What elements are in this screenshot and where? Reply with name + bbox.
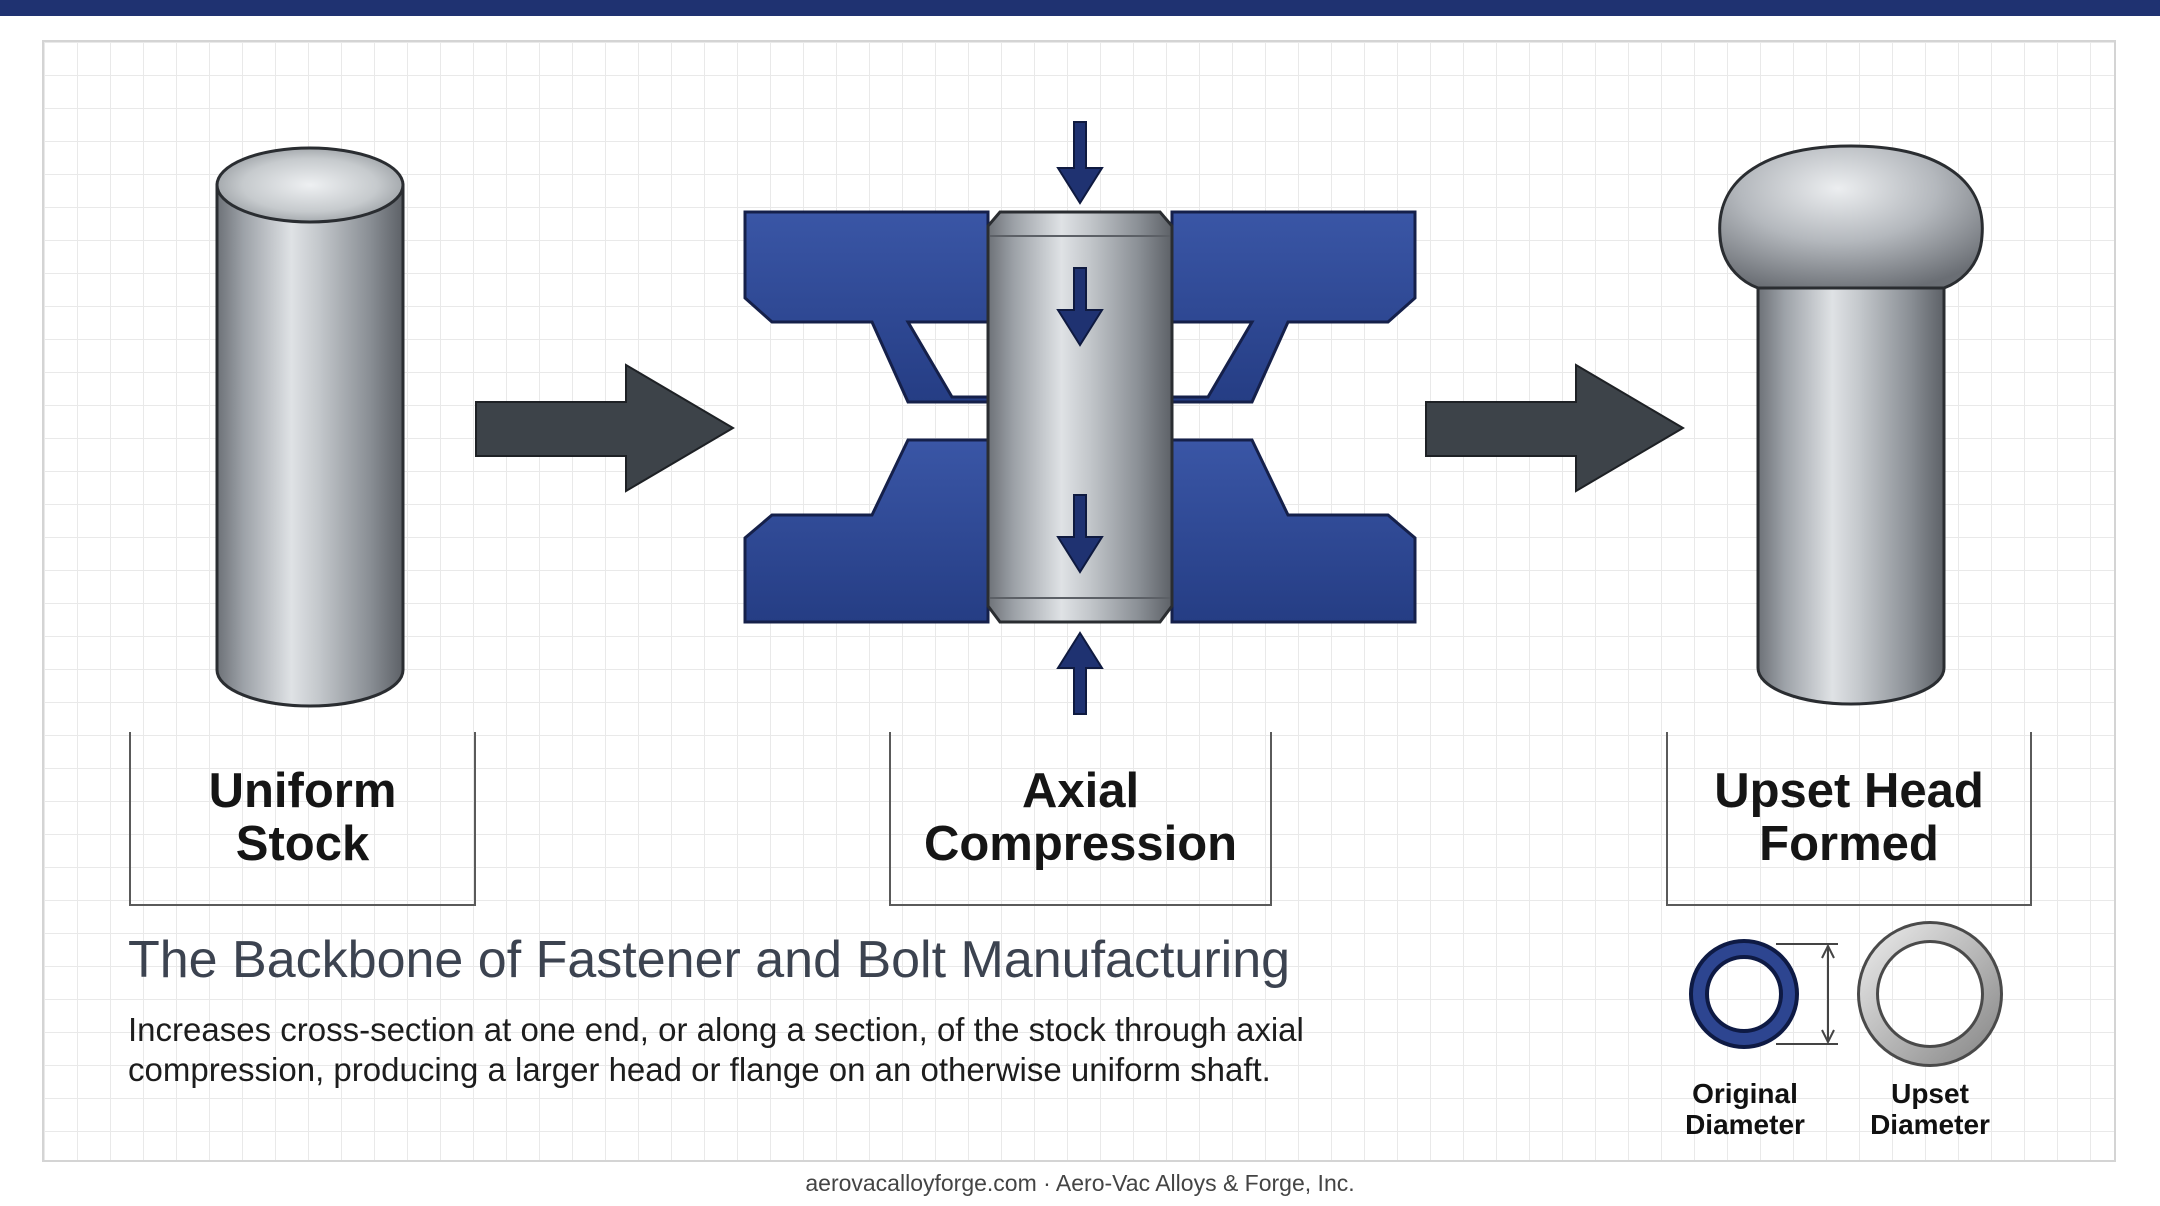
uniform-stock-billet xyxy=(215,146,405,708)
stage-label-upset-head-text: Upset Head Formed xyxy=(1714,764,1984,871)
stage-label-axial-compression: Axial Compression xyxy=(889,732,1272,906)
process-arrow-2-icon xyxy=(1425,363,1685,493)
stage-label-uniform-stock: Uniform Stock xyxy=(129,732,476,906)
upset-head-bolt xyxy=(1718,144,1984,706)
description: Increases cross-section at one end, or a… xyxy=(128,1011,1304,1088)
top-accent-bar xyxy=(0,0,2160,16)
forging-dies xyxy=(743,210,1417,624)
stage-label-upset-head: Upset Head Formed xyxy=(1666,732,2032,906)
diameter-dimension-line xyxy=(1776,943,1838,1045)
stage-label-axial-compression-text: Axial Compression xyxy=(923,764,1238,871)
original-diameter-ring-icon xyxy=(1689,939,1799,1049)
upset-diameter-label: Upset Diameter xyxy=(1870,1078,1990,1140)
compression-arrows-icon xyxy=(1056,121,1104,715)
upset-diameter-ring-icon xyxy=(1857,921,2003,1067)
process-arrow-1-icon xyxy=(475,363,735,493)
headline: The Backbone of Fastener and Bolt Manufa… xyxy=(128,931,1291,989)
footer: aerovacalloyforge.com · Aero-Vac Alloys … xyxy=(805,1170,1355,1196)
original-diameter-label: Original Diameter xyxy=(1685,1078,1805,1140)
compressed-billet xyxy=(986,210,1174,624)
stage-label-uniform-stock-text: Uniform Stock xyxy=(208,764,397,871)
